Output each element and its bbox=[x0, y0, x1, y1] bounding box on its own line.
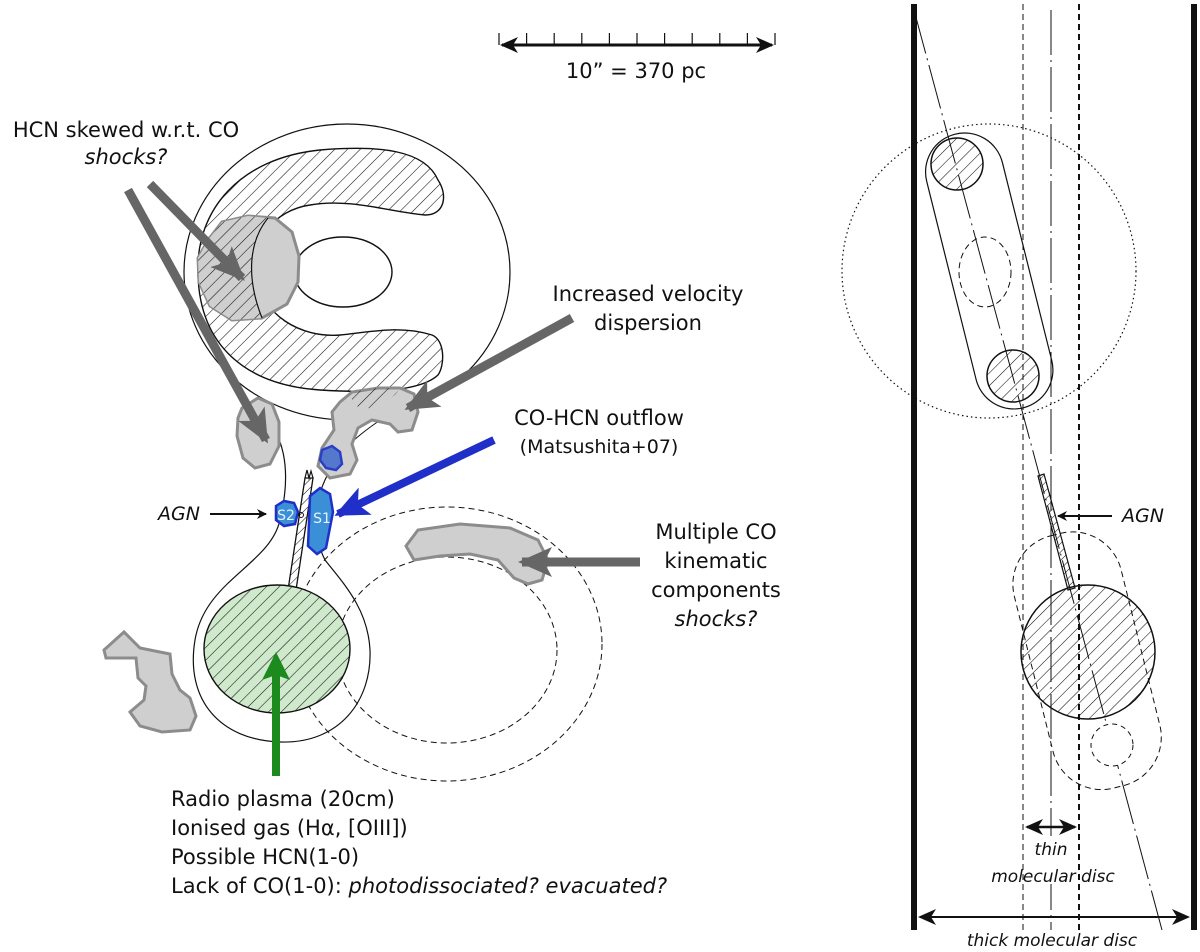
radio-bubble-edge-on bbox=[1020, 584, 1156, 720]
ring-top-hatched bbox=[930, 137, 984, 191]
inner-ellipse bbox=[293, 236, 393, 308]
velocity-dispersion-label: Increased velocity bbox=[553, 282, 744, 306]
outflow-reference-label: (Matsushita+07) bbox=[520, 436, 679, 458]
hcn-arrow-2 bbox=[124, 187, 270, 444]
hcn-arrow-1 bbox=[146, 180, 246, 282]
lack-of-co-label: Lack of CO(1-0): photodissociated? evacu… bbox=[171, 874, 667, 898]
southwest-grey-blob bbox=[102, 629, 198, 734]
radio-plasma-arrowhead bbox=[262, 652, 290, 680]
agn-nucleus bbox=[298, 512, 304, 518]
ionised-gas-label: Ionised gas (Hα, [OIII]) bbox=[171, 816, 408, 840]
multiple-co-label: Multiple CO bbox=[655, 520, 776, 544]
radio-plasma-label: Radio plasma (20cm) bbox=[171, 787, 395, 811]
outflow-clump bbox=[318, 444, 344, 472]
velocity-dispersion-label-2: dispersion bbox=[594, 311, 702, 335]
source-s2: S2 bbox=[274, 499, 300, 528]
multiple-co-label-3: components bbox=[651, 578, 781, 602]
scale-bar-ticks bbox=[498, 33, 776, 45]
agn-right-label: AGN bbox=[1120, 505, 1164, 527]
ring-bottom-hatched bbox=[986, 349, 1040, 403]
co-component-outer-dashed bbox=[291, 506, 603, 782]
outflow-label: CO-HCN outflow bbox=[514, 406, 684, 430]
source-s1-label: S1 bbox=[313, 511, 331, 527]
thin-disc-label-2: molecular disc bbox=[991, 867, 1115, 887]
hcn-skewed-shocks-label: shocks? bbox=[85, 145, 168, 169]
left-panel-face-on-view: S2 S1 HCN skewed w.r.t. CO shocks? Incre… bbox=[13, 118, 781, 898]
multiple-co-label-2: kinematic bbox=[664, 549, 767, 573]
thick-disc-right-wall bbox=[1191, 4, 1197, 930]
ring-capsule bbox=[924, 132, 1054, 410]
thin-disc-label-bg bbox=[1040, 836, 1066, 884]
inner-ellipse-edge-on bbox=[958, 236, 1012, 308]
scale-bar: 10” = 370 pc bbox=[498, 33, 776, 83]
agn-left-label: AGN bbox=[156, 503, 200, 525]
possible-hcn-label: Possible HCN(1-0) bbox=[171, 845, 359, 869]
lack-of-co-normal: Lack of CO(1-0): bbox=[171, 874, 349, 898]
small-dashed-circle bbox=[1090, 723, 1134, 767]
thick-disc-label: thick molecular disc bbox=[967, 931, 1138, 951]
co-component-inner-dashed bbox=[336, 556, 558, 744]
thin-disc-label: thin bbox=[1035, 840, 1068, 860]
multiple-co-shocks-label: shocks? bbox=[675, 607, 758, 631]
source-s1: S1 bbox=[306, 486, 335, 556]
hcn-skewed-label: HCN skewed w.r.t. CO bbox=[13, 118, 239, 142]
velocity-blob-hatch bbox=[352, 388, 400, 410]
lack-of-co-italic: photodissociated? evacuated? bbox=[348, 874, 668, 898]
velocity-dispersion-arrow bbox=[404, 314, 575, 412]
hatched-c-ring bbox=[197, 147, 445, 393]
jet-edge-on bbox=[1037, 473, 1076, 591]
outflow-arrow bbox=[334, 436, 496, 518]
ring-edge-over-blob bbox=[251, 217, 269, 319]
scale-bar-label: 10” = 370 pc bbox=[566, 59, 706, 83]
outer-ring-edge-on bbox=[841, 123, 1137, 419]
source-s2-label: S2 bbox=[277, 508, 295, 524]
thick-disc-left-wall bbox=[911, 4, 917, 930]
right-panel-edge-on-view: AGN thin molecular disc thick molecular … bbox=[841, 4, 1197, 951]
multiple-co-blob bbox=[404, 522, 550, 586]
